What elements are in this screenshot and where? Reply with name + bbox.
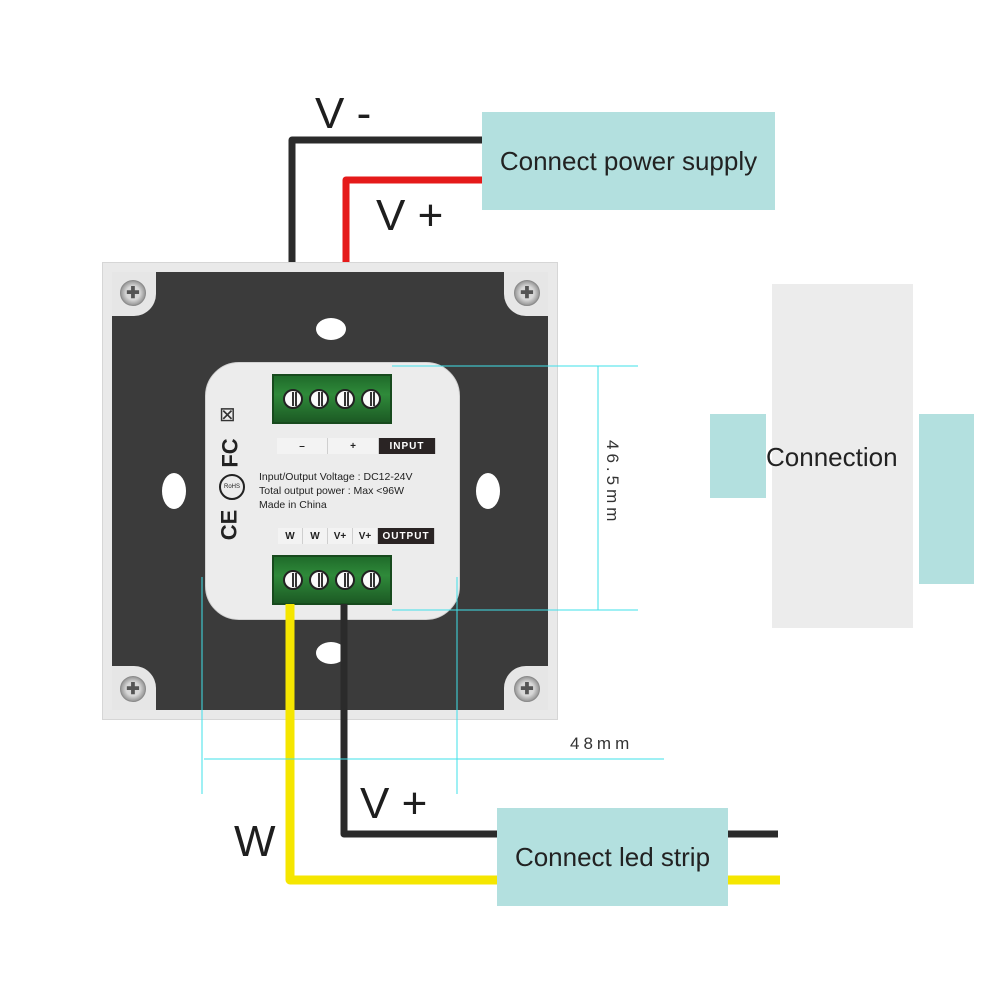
connection-side-right xyxy=(919,414,974,584)
terminal-screw-icon xyxy=(361,389,381,409)
v-minus-label: V - xyxy=(315,89,372,138)
terminal-screw-icon xyxy=(309,570,329,590)
terminal-screw-icon xyxy=(309,389,329,409)
width-dimension: 48mm xyxy=(570,734,634,753)
mount-hole xyxy=(316,318,346,340)
output-vplus2-label: V+ xyxy=(353,528,378,544)
screw-icon: ✚ xyxy=(514,676,540,702)
output-label-strip: W W V+ V+ OUTPUT xyxy=(278,528,435,544)
connection-panel xyxy=(772,284,913,628)
input-plus-label: + xyxy=(328,438,379,454)
module-info: Input/Output Voltage : DC12-24V Total ou… xyxy=(259,470,413,512)
mount-hole xyxy=(316,642,346,664)
screw-icon: ✚ xyxy=(120,676,146,702)
output-label: OUTPUT xyxy=(378,528,435,544)
output-vplus1-label: V+ xyxy=(328,528,353,544)
screw-icon: ✚ xyxy=(120,280,146,306)
output-terminal-block xyxy=(272,555,392,605)
led-strip-box: Connect led strip xyxy=(497,808,728,906)
power-spec: Total output power : Max <96W xyxy=(259,485,405,497)
terminal-screw-icon xyxy=(335,389,355,409)
voltage-spec: Input/Output Voltage : DC12-24V xyxy=(259,471,413,483)
mount-hole xyxy=(476,473,500,509)
power-supply-box: Connect power supply xyxy=(482,112,775,210)
connection-label: Connection xyxy=(766,442,898,472)
height-dimension: 46.5mm xyxy=(603,440,622,526)
screw-icon: ✚ xyxy=(514,280,540,306)
mount-hole xyxy=(162,473,186,509)
connection-side-left xyxy=(710,414,766,498)
origin-text: Made in China xyxy=(259,499,327,511)
terminal-screw-icon xyxy=(361,570,381,590)
v-plus-top-label: V + xyxy=(376,191,444,240)
weee-icon: ⊠ xyxy=(219,404,236,426)
terminal-screw-icon xyxy=(283,570,303,590)
input-label: INPUT xyxy=(379,438,436,454)
input-label-strip: – + INPUT xyxy=(277,438,436,454)
v-plus-bottom-label: V + xyxy=(360,779,428,828)
terminal-screw-icon xyxy=(283,389,303,409)
input-terminal-block xyxy=(272,374,392,424)
output-w2-label: W xyxy=(303,528,328,544)
terminal-screw-icon xyxy=(335,570,355,590)
output-w1-label: W xyxy=(278,528,303,544)
input-minus-label: – xyxy=(277,438,328,454)
rohs-icon: RoHS xyxy=(219,474,245,500)
w-label: W xyxy=(234,817,276,866)
